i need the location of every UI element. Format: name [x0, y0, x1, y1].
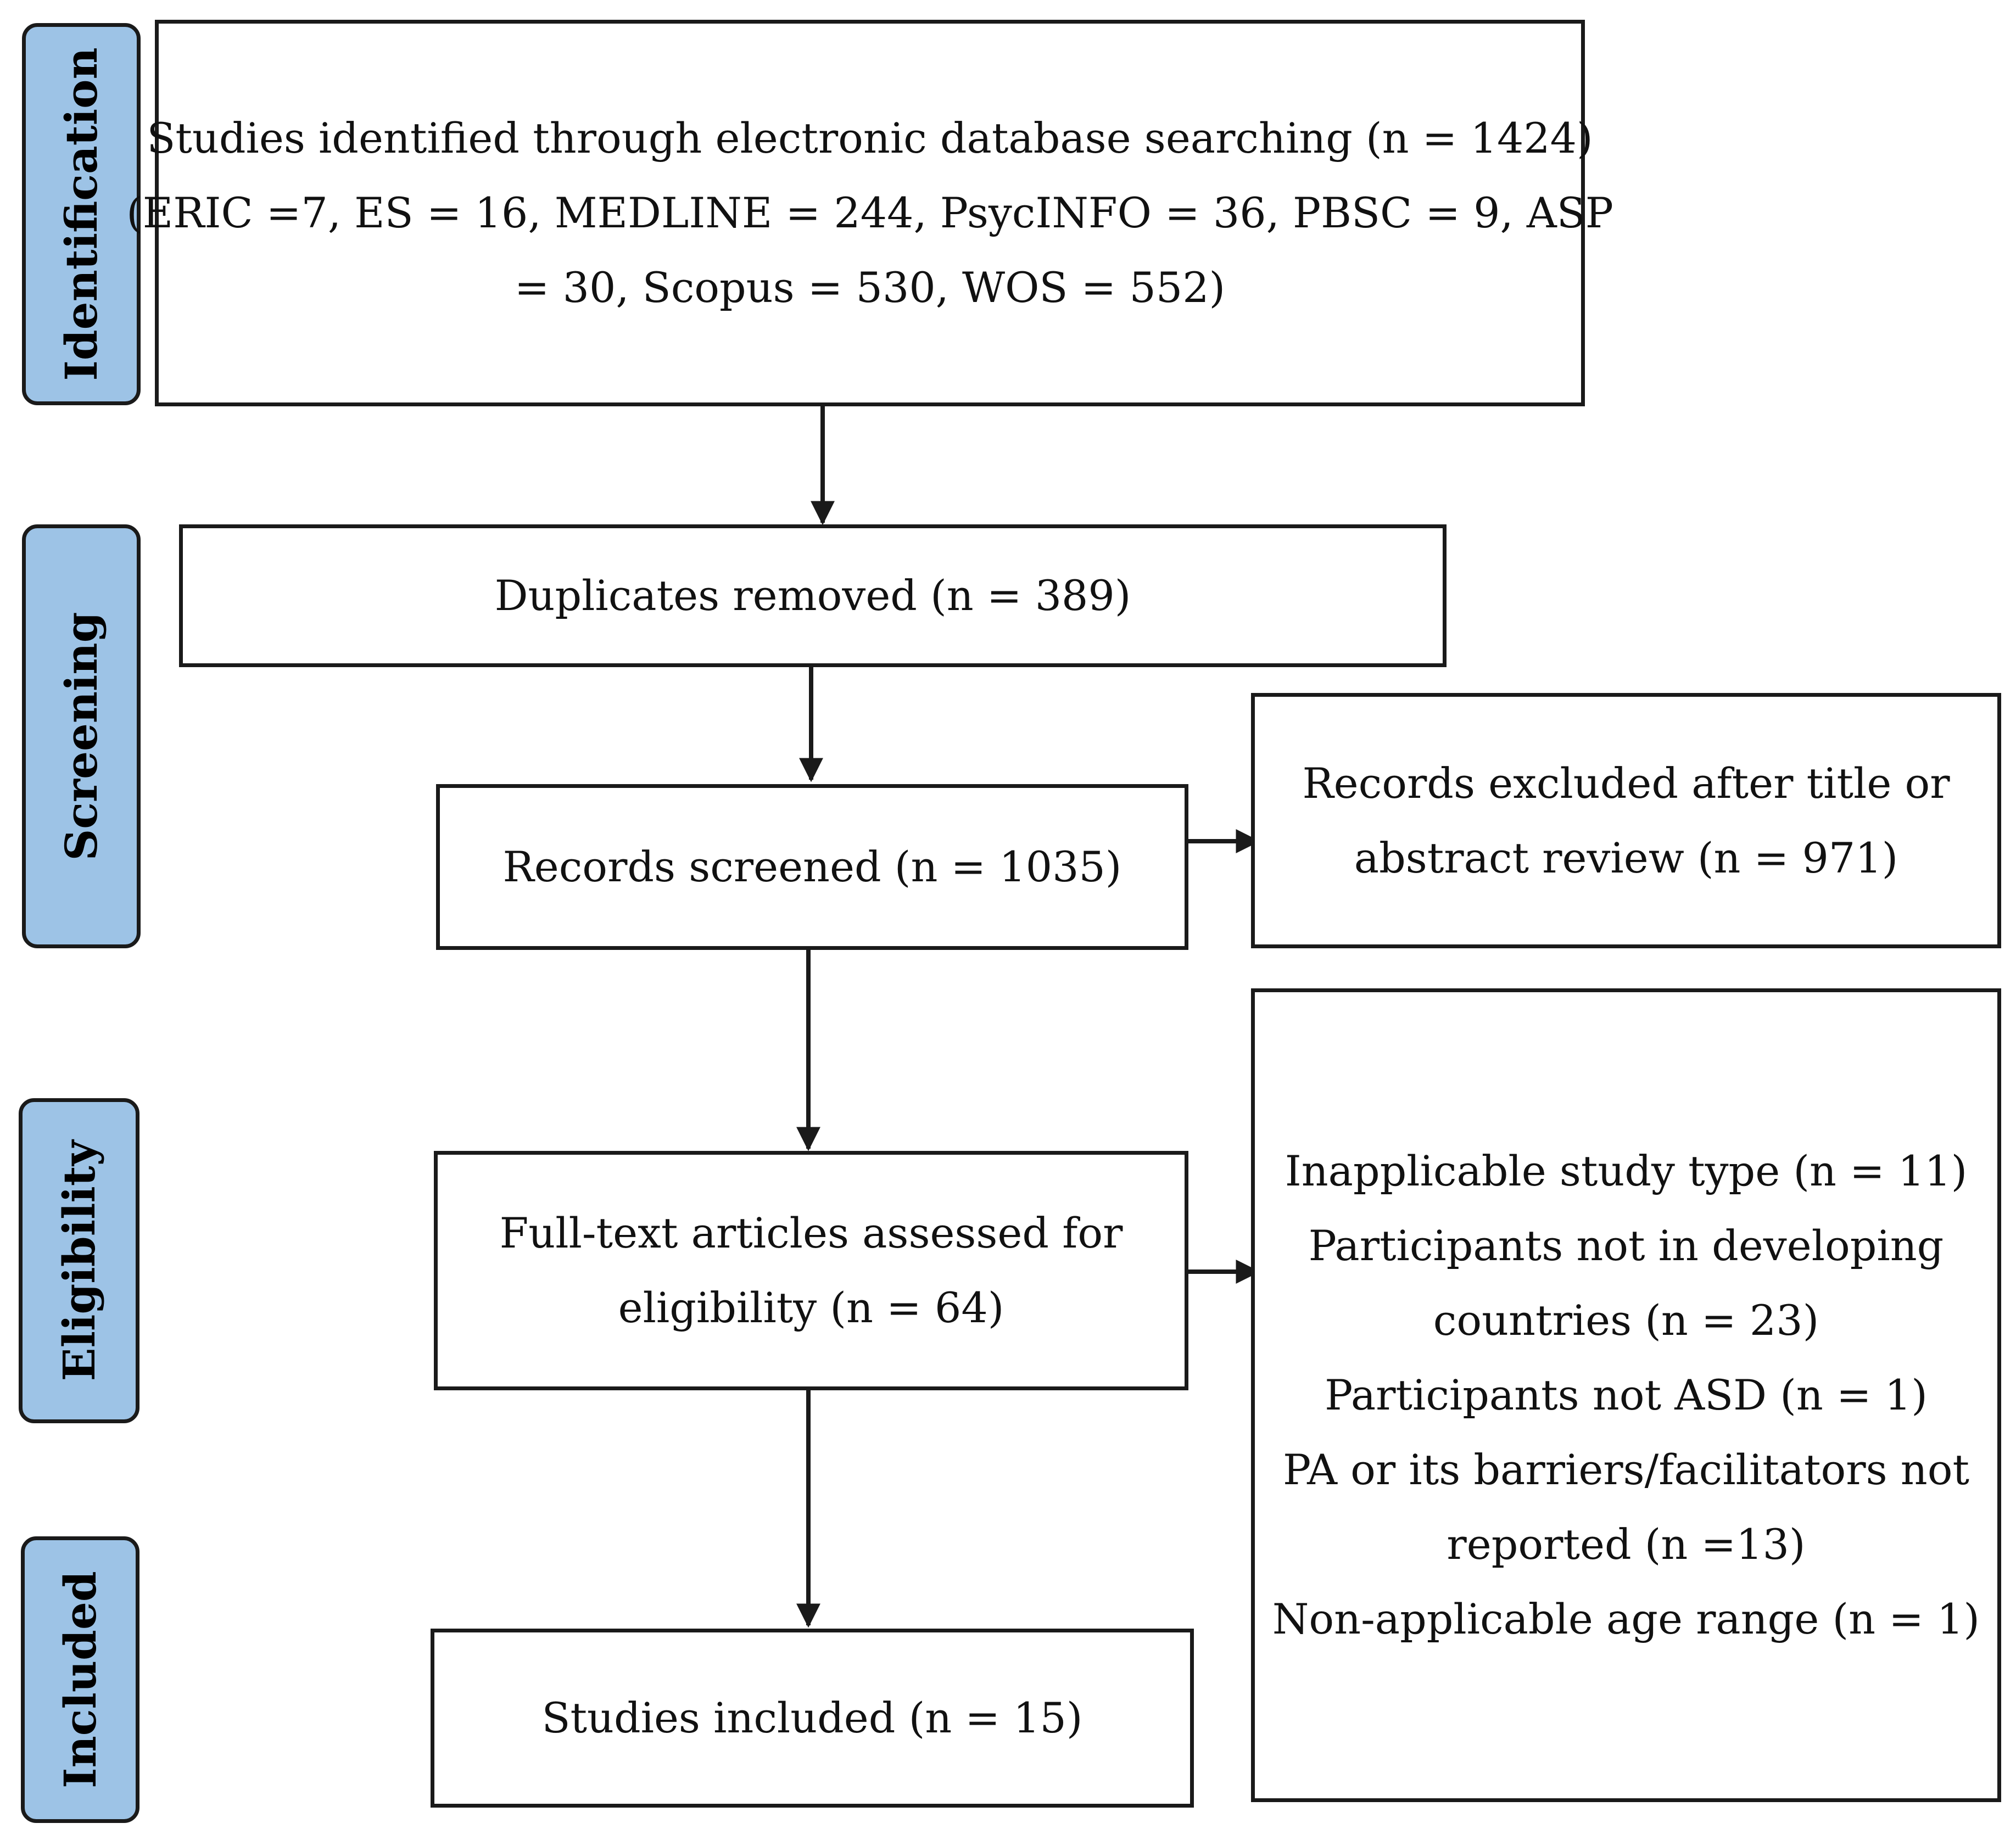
included-line: Studies included (n = 15) [541, 1693, 1083, 1742]
screened-line: Records screened (n = 1035) [502, 842, 1122, 891]
phase-included-label: Included [54, 1571, 106, 1788]
excluded-reason: Participants not in developing [1308, 1221, 1944, 1270]
fulltext-box: Full-text articles assessed for eligibil… [434, 1151, 1188, 1390]
identified-line: = 30, Scopus = 530, WOS = 552) [514, 263, 1226, 312]
phase-screening-label: Screening [55, 612, 107, 861]
phase-eligibility: Eligibility [19, 1098, 139, 1423]
duplicates-box: Duplicates removed (n = 389) [179, 524, 1447, 667]
excluded-reason: Inapplicable study type (n = 11) [1285, 1146, 1968, 1195]
excluded-reason: Non-applicable age range (n = 1) [1272, 1595, 1980, 1643]
duplicates-line: Duplicates removed (n = 389) [494, 571, 1131, 620]
excluded-title-line: Records excluded after title or [1302, 758, 1950, 808]
phase-screening: Screening [22, 524, 141, 948]
screened-box: Records screened (n = 1035) [436, 784, 1188, 950]
identified-box: Studies identified through electronic da… [126, 20, 1613, 406]
identified-line: Studies identified through electronic da… [147, 114, 1593, 163]
phase-identification-label: Identification [55, 47, 107, 381]
excluded-title-line: abstract review (n = 971) [1354, 833, 1898, 882]
phase-eligibility-label: Eligibility [53, 1140, 105, 1382]
excluded-title-box: Records excluded after title or abstract… [1251, 693, 2001, 948]
excluded-reason: countries (n = 23) [1433, 1296, 1819, 1345]
excluded-reason: reported (n =13) [1447, 1520, 1806, 1569]
identified-line: (ERIC =7, ES = 16, MEDLINE = 244, PsycIN… [126, 188, 1613, 237]
excluded-reason: Participants not ASD (n = 1) [1325, 1371, 1928, 1419]
included-box: Studies included (n = 15) [431, 1629, 1194, 1808]
phase-included: Included [21, 1536, 139, 1823]
excluded-fulltext-box: Inapplicable study type (n = 11) Partici… [1251, 988, 2001, 1802]
fulltext-line: eligibility (n = 64) [618, 1283, 1004, 1332]
phase-identification: Identification [22, 23, 141, 405]
excluded-reason: PA or its barriers/facilitators not [1282, 1445, 1970, 1494]
fulltext-line: Full-text articles assessed for [499, 1209, 1123, 1257]
